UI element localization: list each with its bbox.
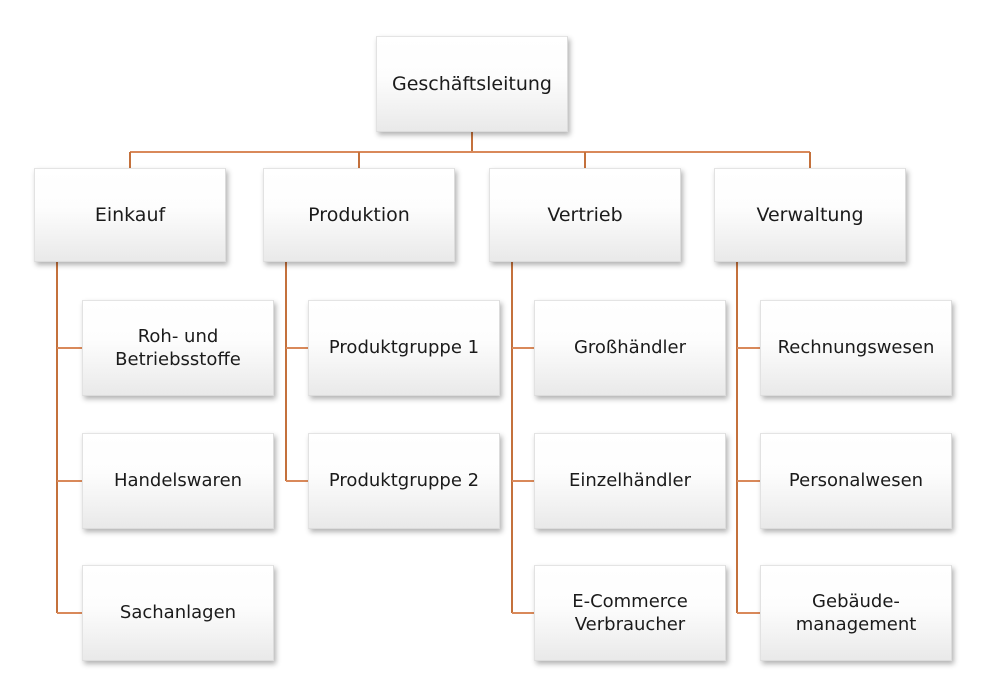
org-node-gebaeude-management[interactable]: Gebäude- management [760,565,952,661]
org-node-label: Roh- und Betriebsstoffe [115,325,241,370]
org-node-rechnungswesen[interactable]: Rechnungswesen [760,300,952,396]
org-node-label: E-Commerce Verbraucher [572,590,688,635]
org-node-label: Einkauf [94,203,166,226]
org-node-vertrieb[interactable]: Vertrieb [489,168,681,262]
org-node-handelswaren[interactable]: Handelswaren [82,433,274,529]
org-node-personalwesen[interactable]: Personalwesen [760,433,952,529]
org-node-label: Geschäftsleitung [392,72,552,95]
org-node-label: Produktgruppe 2 [328,470,480,492]
org-node-roh-und-betriebsstoffe[interactable]: Roh- und Betriebsstoffe [82,300,274,396]
org-node-label: Sachanlagen [119,602,237,624]
org-node-label: Personalwesen [788,470,924,492]
org-node-einzelhaendler[interactable]: Einzelhändler [534,433,726,529]
org-node-einkauf[interactable]: Einkauf [34,168,226,262]
org-node-label: Verwaltung [756,203,864,226]
org-node-sachanlagen[interactable]: Sachanlagen [82,565,274,661]
org-node-produktgruppe-2[interactable]: Produktgruppe 2 [308,433,500,529]
org-node-label: Produktgruppe 1 [328,337,480,359]
org-node-label: Produktion [308,203,410,226]
org-node-verwaltung[interactable]: Verwaltung [714,168,906,262]
org-node-label: Vertrieb [547,203,623,226]
org-node-grosshaendler[interactable]: Großhändler [534,300,726,396]
org-node-e-commerce-verbraucher[interactable]: E-Commerce Verbraucher [534,565,726,661]
org-node-label: Einzelhändler [568,470,692,492]
org-node-label: Gebäude- management [795,590,917,635]
org-node-label: Großhändler [573,337,687,359]
org-node-produktion[interactable]: Produktion [263,168,455,262]
org-node-label: Rechnungswesen [777,337,935,359]
org-node-label: Handelswaren [113,470,243,492]
org-node-produktgruppe-1[interactable]: Produktgruppe 1 [308,300,500,396]
org-node-root[interactable]: Geschäftsleitung [376,36,568,132]
